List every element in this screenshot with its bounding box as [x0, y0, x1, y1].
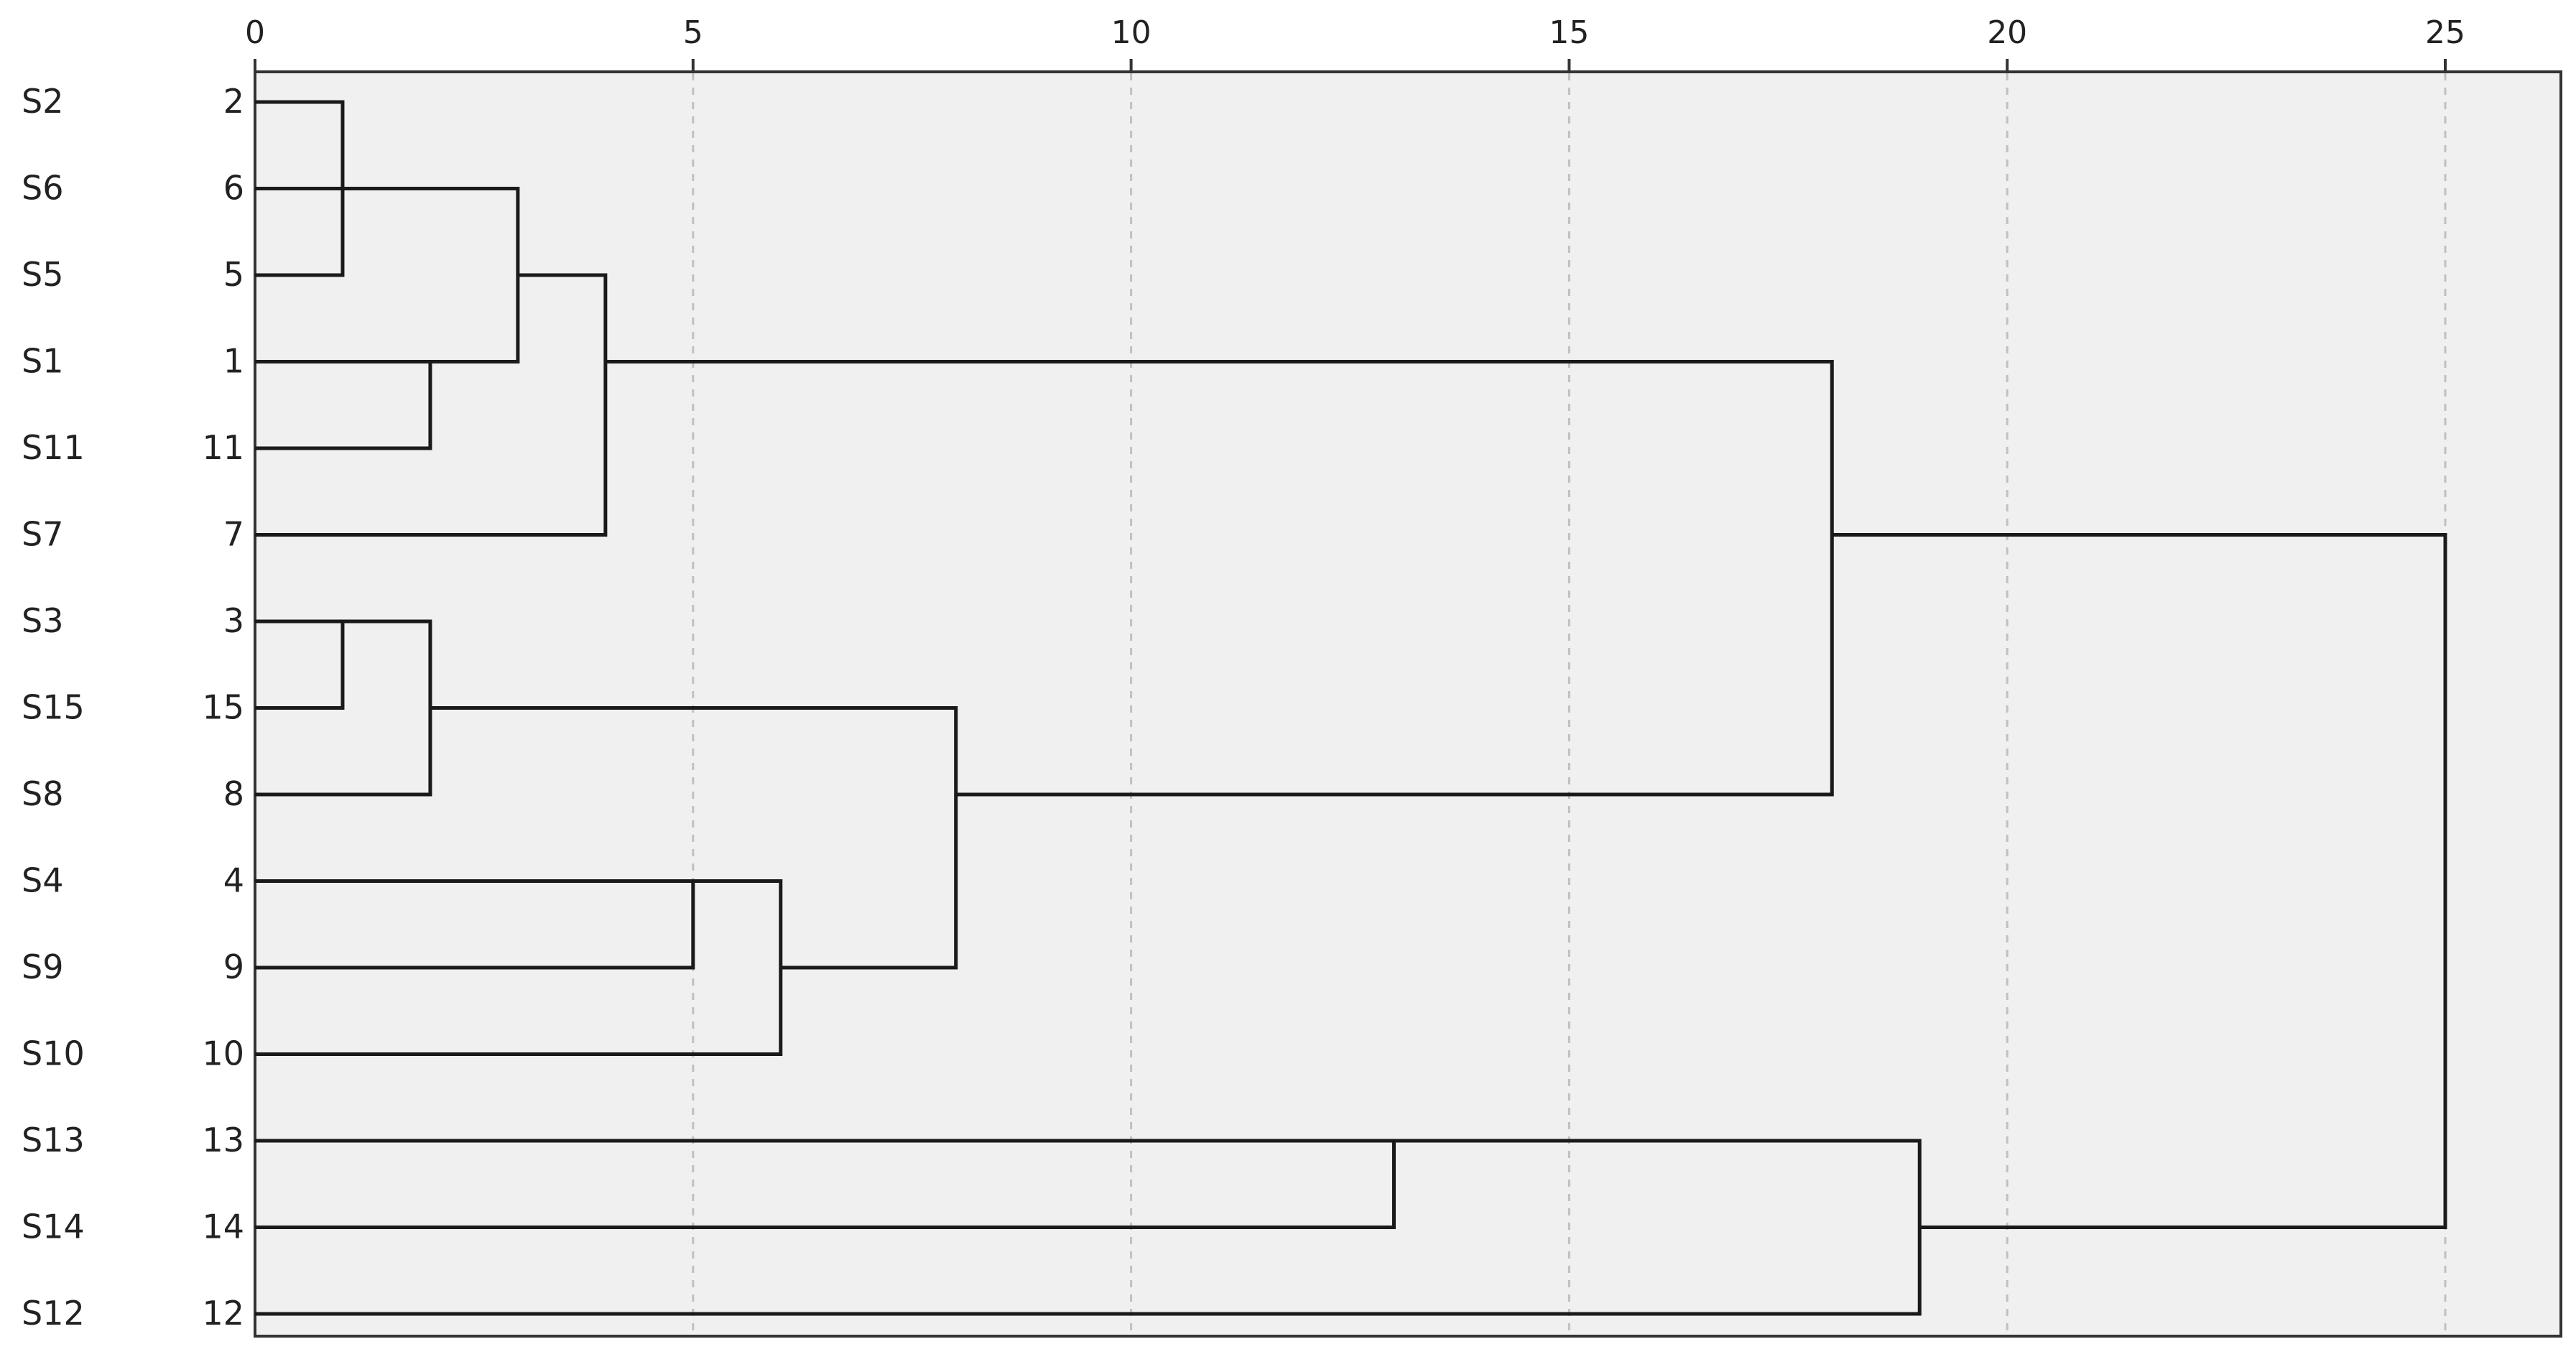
link-m9: [430, 706, 958, 970]
leaf-label-S5: S5: [22, 255, 63, 294]
leaf-id-9: 9: [223, 948, 244, 986]
plot-area: [254, 70, 2562, 1338]
leaf-label-S4: S4: [22, 861, 63, 900]
leaf-id-3: 3: [223, 601, 244, 640]
x-tick-label-10: 10: [1111, 14, 1152, 51]
x-tick-label-15: 15: [1549, 14, 1589, 51]
leaf-label-S9: S9: [22, 948, 63, 986]
leaf-label-S12: S12: [22, 1294, 85, 1333]
leaf-label-S6: S6: [22, 169, 63, 208]
leaf-label-S10: S10: [22, 1034, 85, 1073]
leaf-label-S7: S7: [22, 515, 63, 554]
x-tick-label-0: 0: [245, 14, 265, 51]
x-tick-label-5: 5: [683, 14, 703, 51]
leaf-label-S2: S2: [22, 82, 63, 121]
leaf-id-2: 2: [223, 82, 244, 121]
leaf-label-S15: S15: [22, 688, 85, 727]
leaf-id-11: 11: [202, 428, 244, 467]
leaf-id-8: 8: [223, 774, 244, 813]
link-m7: [255, 879, 695, 970]
leaf-id-13: 13: [202, 1121, 244, 1159]
leaf-label-S3: S3: [22, 601, 63, 640]
link-m11: [605, 360, 1834, 797]
leaf-id-14: 14: [202, 1208, 244, 1246]
link-m13: [1832, 533, 2447, 1229]
leaf-id-4: 4: [223, 861, 244, 900]
leaf-id-7: 7: [223, 515, 244, 554]
x-tick-label-25: 25: [2425, 14, 2465, 51]
leaf-id-6: 6: [223, 169, 244, 208]
leaf-label-S8: S8: [22, 774, 63, 813]
leaf-label-S1: S1: [22, 342, 63, 381]
link-m6: [255, 273, 608, 537]
leaf-id-10: 10: [202, 1034, 244, 1073]
leaf-label-S11: S11: [22, 428, 85, 467]
leaf-id-15: 15: [202, 688, 244, 727]
leaf-id-5: 5: [223, 255, 244, 294]
link-m2: [255, 619, 345, 710]
x-tick-label-20: 20: [1987, 14, 2027, 51]
leaf-label-S13: S13: [22, 1121, 85, 1159]
leaf-id-1: 1: [223, 342, 244, 381]
link-m10: [255, 1139, 1396, 1229]
leaf-label-S14: S14: [22, 1208, 85, 1246]
leaf-id-12: 12: [202, 1294, 244, 1333]
